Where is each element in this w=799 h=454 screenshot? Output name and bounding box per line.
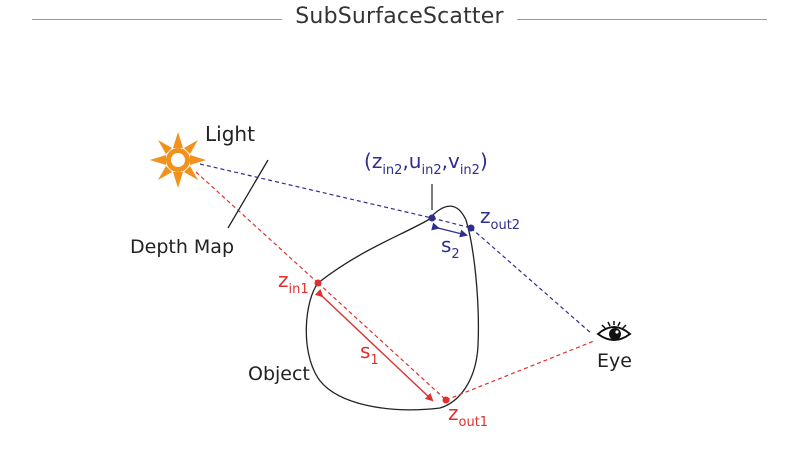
z-out1-sub: out1 [459, 415, 489, 430]
s1-label: s1 [360, 339, 379, 368]
z-out1-point [442, 396, 450, 404]
title-rule-right [517, 19, 767, 20]
z-out2-label: zout2 [480, 204, 520, 233]
eye-icon [596, 321, 632, 341]
object-label: Object [248, 363, 310, 385]
s2-arrow [431, 222, 468, 238]
coord-close: ) [480, 149, 488, 173]
light-ray-red [195, 171, 319, 284]
depth-map-label: Depth Map [130, 236, 234, 258]
coord-u-sub: in2 [421, 163, 441, 178]
z-in1-label: zin1 [278, 268, 309, 297]
z-in1-main: z [278, 268, 289, 292]
z-out2-point [467, 224, 475, 232]
z-out1-main: z [448, 401, 459, 425]
coord-label: (zin2,uin2,vin2) [364, 149, 488, 178]
s2-sub: 2 [451, 247, 459, 262]
eye-ray-blue [470, 227, 593, 335]
light-label: Light [205, 122, 255, 146]
s2-label: s2 [441, 233, 460, 262]
s2-main: s [441, 233, 451, 257]
s1-main: s [360, 339, 370, 363]
coord-u: u [409, 149, 422, 173]
z-in2-point [428, 214, 436, 222]
coord-z: z [372, 149, 383, 173]
coord-open: ( [364, 149, 372, 173]
title-bar: SubSurfaceScatter [0, 0, 799, 40]
page-title: SubSurfaceScatter [295, 4, 504, 29]
light-ray-blue [199, 163, 433, 219]
s1-arrow [314, 288, 434, 402]
z-out2-main: z [480, 204, 491, 228]
s1-sub: 1 [370, 353, 378, 368]
eye-label: Eye [597, 350, 632, 372]
coord-v-sub: in2 [460, 163, 480, 178]
z-in1-sub: in1 [289, 282, 309, 297]
title-rule-left [32, 19, 282, 20]
eye-ray-red [445, 340, 595, 401]
z-out1-label: zout1 [448, 401, 488, 430]
depth-map-plane [227, 159, 269, 229]
z-out2-sub: out2 [491, 218, 521, 233]
z-in1-point [314, 279, 322, 287]
coord-sep2: , [442, 149, 448, 173]
coord-z-sub: in2 [382, 163, 402, 178]
coord-sep1: , [402, 149, 408, 173]
object-outline [305, 205, 480, 411]
coord-v: v [448, 149, 460, 173]
inner-path-red [317, 282, 447, 401]
sun-icon [150, 132, 206, 188]
